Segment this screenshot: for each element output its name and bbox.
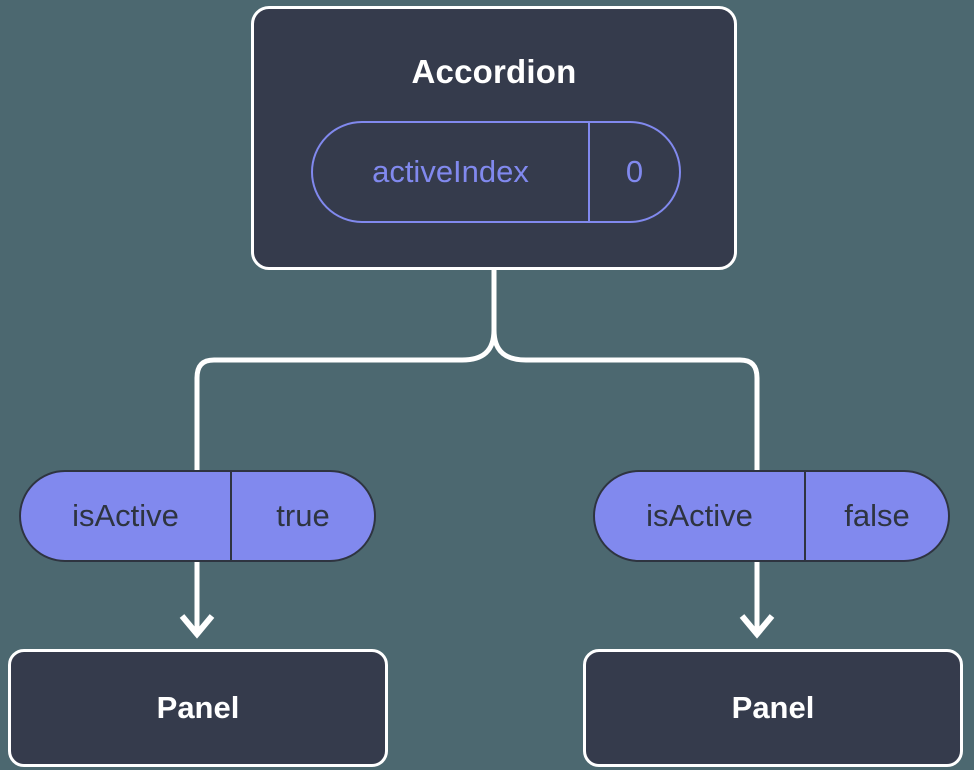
root-component-node[interactable]: Accordion activeIndex 0	[251, 6, 737, 270]
prop-pill-right-value: false	[844, 498, 910, 533]
prop-pill-left[interactable]: isActive true	[19, 470, 376, 562]
arrowhead-right	[739, 614, 775, 639]
connector-branch-right	[491, 329, 760, 470]
root-component-label: Accordion	[411, 53, 577, 90]
arrowhead-left	[179, 614, 215, 639]
connector-branch-left	[194, 329, 497, 470]
state-pill-activeindex[interactable]: activeIndex 0	[311, 121, 681, 223]
panel-node-right-label: Panel	[731, 690, 815, 725]
prop-pill-left-value: true	[276, 498, 330, 533]
state-pill-key: activeIndex	[313, 123, 590, 221]
panel-node-left[interactable]: Panel	[8, 649, 388, 767]
panel-node-right[interactable]: Panel	[583, 649, 963, 767]
panel-node-left-label: Panel	[156, 690, 240, 725]
prop-pill-right[interactable]: isActive false	[593, 470, 950, 562]
state-pill-value: 0	[625, 154, 644, 189]
prop-pill-left-key: isActive	[21, 472, 232, 560]
prop-pill-right-key: isActive	[595, 472, 806, 560]
